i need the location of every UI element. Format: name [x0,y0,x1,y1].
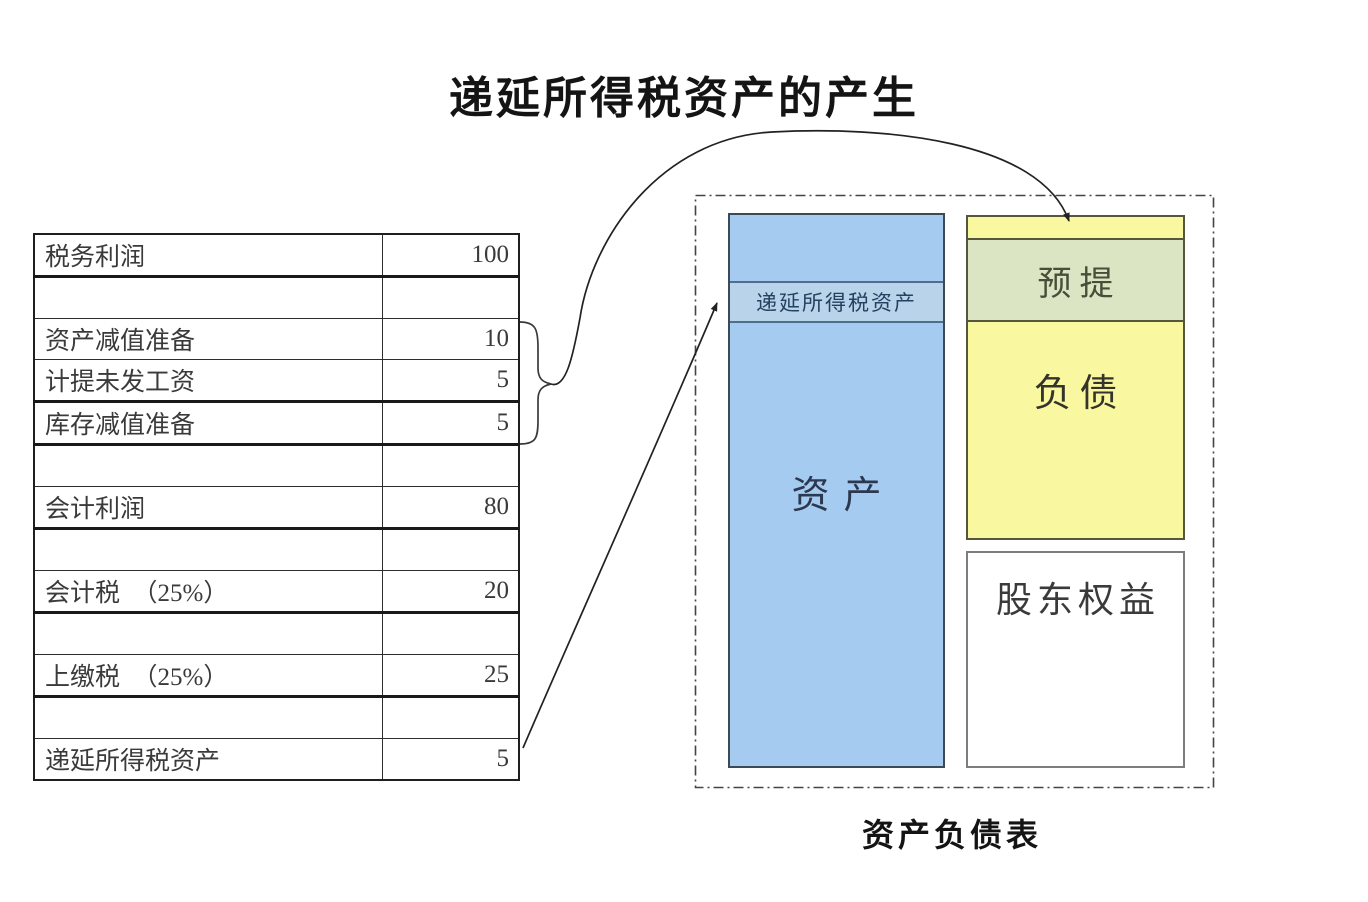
liabilities-label: 负债 [1033,373,1126,415]
deferred-tax-asset-band: 递延所得税资产 [730,281,943,323]
row-label: 计提未发工资 [33,359,383,402]
row-label: 上缴税 （25%） [33,654,383,697]
accrual-label: 预提 [1037,265,1122,303]
liability-top-strip [968,217,1183,240]
table-row: 上缴税 （25%） 25 [33,654,520,697]
row-label: 会计利润 [33,486,383,529]
rows-brace [519,321,552,445]
liabilities-block: 预提 负债 [966,215,1185,540]
row-label: 资产减值准备 [33,318,383,360]
row-value: 5 [382,400,520,445]
table-row [33,695,520,739]
table-row: 计提未发工资 5 [33,359,520,402]
equity-block: 股东权益 [966,551,1185,768]
tax-computation-table: 税务利润 100 资产减值准备 10 计提未发工资 5 [33,233,520,781]
table-row: 税务利润 100 [33,233,520,277]
deferred-asset-arrow [522,302,718,749]
row-value [382,695,520,739]
assets-block: 递延所得税资产 资产 [728,213,945,768]
row-label [33,527,383,571]
row-value: 25 [382,654,520,697]
balance-sheet-caption: 资产负债表 [861,817,1042,853]
equity-label: 股东权益 [995,580,1160,620]
table-row: 库存减值准备 5 [33,400,520,445]
row-value: 20 [382,570,520,613]
deferred-band-label: 递延所得税资产 [756,291,917,315]
row-label [33,443,383,487]
table-row: 递延所得税资产 5 [33,738,520,781]
table-row [33,527,520,571]
row-value [382,527,520,571]
row-label: 会计税 （25%） [33,570,383,613]
row-label [33,695,383,739]
row-label [33,275,383,319]
row-value: 5 [382,738,520,781]
row-value: 10 [382,318,520,360]
diagram-title: 递延所得税资产的产生 [449,74,919,123]
row-value: 80 [382,486,520,529]
table-row [33,611,520,655]
table-row: 会计税 （25%） 20 [33,570,520,613]
table-row: 会计利润 80 [33,486,520,529]
row-value: 100 [382,233,520,277]
row-label: 递延所得税资产 [33,738,383,781]
assets-label: 资产 [791,475,896,517]
row-value: 5 [382,359,520,402]
table-row [33,275,520,319]
row-label [33,611,383,655]
row-value [382,275,520,319]
row-value [382,611,520,655]
row-label: 税务利润 [33,233,383,277]
table-row: 资产减值准备 10 [33,318,520,360]
row-value [382,443,520,487]
table-row [33,443,520,487]
accrual-band: 预提 [968,240,1183,322]
row-label: 库存减值准备 [33,400,383,445]
